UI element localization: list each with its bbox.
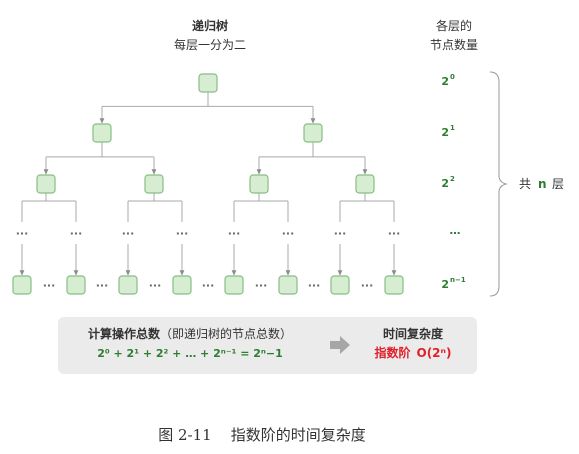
level-count-1: 2 1 [441,124,455,139]
tree-ellipsis: ··· [16,227,29,240]
tree-ellipsis-between-nodes: ··· [149,279,162,292]
tree-ellipsis: ··· [282,227,295,240]
summary-right-label: 指数阶 [374,345,411,360]
tree-ellipsis-between-nodes: ··· [43,279,56,292]
svg-text:2: 2 [441,177,449,190]
svg-text:2: 2 [441,126,449,139]
summary-box [58,317,477,374]
tree-node-level-2 [249,174,269,194]
tree-ellipsis: ··· [70,227,83,240]
svg-text:n: n [538,177,547,191]
svg-text:2: 2 [441,75,449,88]
tree-node-level-2 [355,174,375,194]
tree-ellipsis: ··· [388,227,401,240]
svg-text:2: 2 [441,278,449,291]
tree-ellipsis-between-nodes: ··· [308,279,321,292]
summary-left: 计算操作总数（即递归树的节点总数） 2⁰ + 2¹ + 2² + … + 2ⁿ⁻… [88,326,292,360]
level-count-last: 2 n−1 [441,276,466,291]
svg-text:…: … [450,224,461,237]
svg-text:1: 1 [450,124,455,132]
tree-ellipsis-between-nodes: ··· [96,279,109,292]
summary-right-value: O(2ⁿ) [417,346,452,360]
tree-node-level-last [330,275,350,295]
tree-node-level-last [278,275,298,295]
tree-node-level-1 [303,123,323,143]
tree-node-level-last [12,275,32,295]
tree-ellipsis-between-nodes: ··· [255,279,268,292]
tree-node-level-last [66,275,86,295]
figure-caption: 图 2-11 指数阶的时间复杂度 [158,426,366,444]
level-count-header-line1: 各层的 [436,18,472,33]
level-count-0: 2 0 [441,73,455,88]
summary-left-note: （即递归树的节点总数） [160,326,292,341]
tree-ellipsis: ··· [228,227,241,240]
tree-node-level-last [224,275,244,295]
svg-text:n−1: n−1 [450,276,466,284]
summary-right-title: 时间复杂度 [383,326,444,341]
levels-bracket [489,71,508,297]
tree-ellipsis: ··· [334,227,347,240]
diagram-title: 递归树 [192,18,228,33]
svg-text:共: 共 [519,177,531,191]
level-count-header-line2: 节点数量 [430,37,478,52]
tree-node-level-2 [36,174,56,194]
tree-ellipsis: ··· [122,227,135,240]
summary-right: 时间复杂度 指数阶 O(2ⁿ) [374,326,451,360]
level-count-ellipsis: … [450,224,461,237]
svg-text:计算操作总数（即递归树的节点总数）: 计算操作总数（即递归树的节点总数） [88,326,292,341]
svg-text:层: 层 [552,177,564,191]
tree-ellipsis: ··· [176,227,189,240]
tree-node-level-last [118,275,138,295]
tree-nodes [12,73,404,295]
tree-node-level-0 [198,73,218,93]
tree-node-level-1 [92,123,112,143]
tree-ellipsis-between-nodes: ··· [202,279,215,292]
diagram-subtitle: 每层一分为二 [174,37,246,52]
tree-node-level-last [172,275,192,295]
tree-node-level-last [384,275,404,295]
tree-node-level-2 [144,174,164,194]
svg-text:0: 0 [450,73,455,81]
summary-formula: 2⁰ + 2¹ + 2² + … + 2ⁿ⁻¹ = 2ⁿ−1 [97,347,283,360]
tree-edges [19,92,397,276]
summary-left-title: 计算操作总数 [88,326,161,341]
bracket-label: 共 n 层 [519,177,564,191]
summary-arrow-icon [330,336,350,354]
svg-text:2: 2 [450,175,455,183]
level-count-2: 2 2 [441,175,455,190]
tree-ellipsis-between-nodes: ··· [361,279,374,292]
tree-ellipses: ··· ··· ··· ··· ··· ··· ··· ··· ··· ··· ··· ··· ··· ·… [16,227,401,292]
